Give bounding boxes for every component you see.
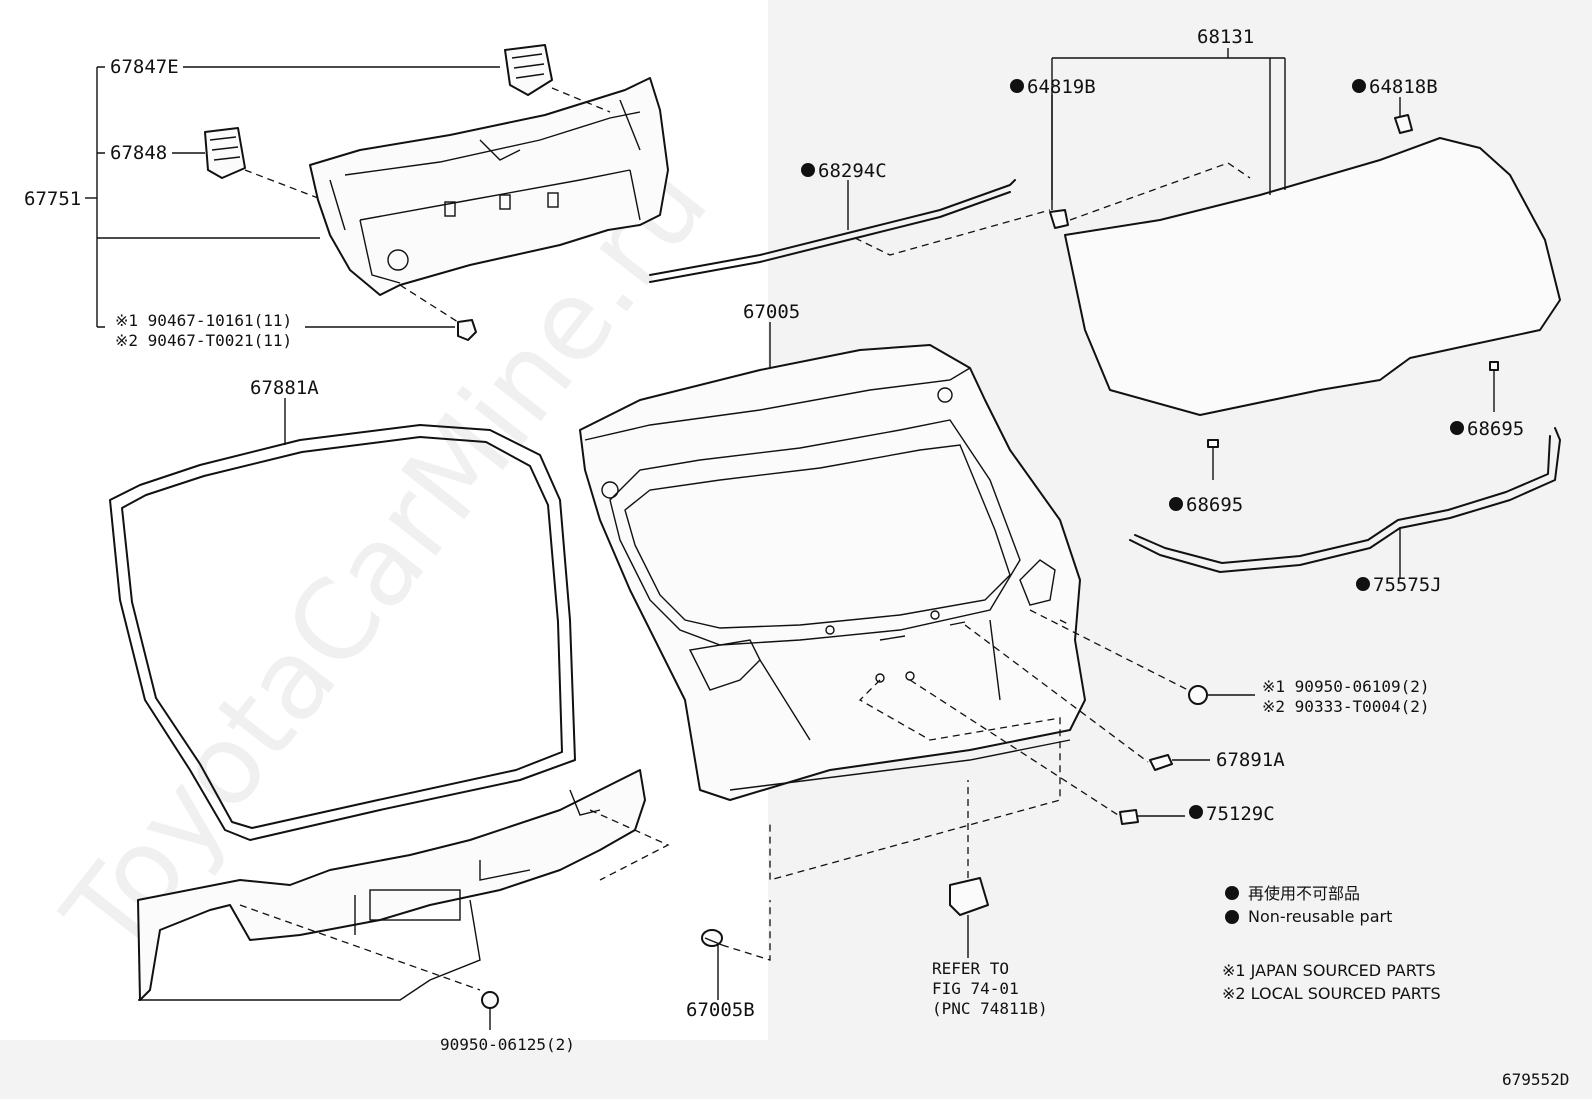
non-reusable-dot-64818B — [1352, 79, 1366, 93]
label-67005: 67005 — [743, 301, 800, 323]
dash-67847E — [551, 87, 611, 113]
label-90333-T0004: ※2 90333-T0004(2) — [1262, 697, 1430, 716]
legend-dot-en — [1225, 910, 1239, 924]
trim-clip-67847E — [504, 44, 553, 96]
back-door-panel-67005 — [579, 344, 1086, 801]
dash-67005B — [721, 900, 771, 961]
moulding-68294C — [649, 179, 1016, 283]
non-reusable-dot-68695-right — [1450, 421, 1464, 435]
label-64818B: 64818B — [1369, 76, 1438, 98]
non-reusable-dot-75129C — [1189, 805, 1203, 819]
label-67891A: 67891A — [1216, 749, 1285, 771]
label-75129C: 75129C — [1206, 803, 1275, 825]
label-68131: 68131 — [1197, 26, 1254, 48]
dash-67891A — [964, 624, 1149, 763]
spacer-68695-left — [1207, 439, 1219, 448]
stay-67005B — [701, 929, 723, 947]
non-reusable-dot-68294C — [801, 163, 815, 177]
label-67005B: 67005B — [686, 999, 755, 1021]
grommet-90950-06109 — [1188, 685, 1208, 705]
non-reusable-dot-75575J — [1356, 577, 1370, 591]
label-75575J: 75575J — [1373, 574, 1442, 596]
dash-67848 — [244, 169, 319, 199]
dash-lower-trim-b — [239, 904, 481, 991]
bracket-67751 — [96, 66, 320, 328]
label-90467-T0021: ※2 90467-T0021(11) — [115, 331, 292, 350]
cushion-75129C — [1119, 809, 1139, 825]
trim-clip-67848 — [204, 127, 246, 179]
legend: 再使用不可部品 Non-reusable part ※1 JAPAN SOURC… — [1222, 884, 1441, 1003]
label-90950-06109: ※1 90950-06109(2) — [1262, 677, 1430, 696]
figure-code: 679552D — [1502, 1070, 1569, 1089]
dash-inner-a — [769, 679, 1061, 881]
lower-door-trim — [137, 769, 646, 1001]
label-67751: 67751 — [24, 188, 81, 210]
spacer-68695-right — [1489, 361, 1499, 371]
legend-dot-jp — [1225, 886, 1239, 900]
legend-japan-sourced: ※1 JAPAN SOURCED PARTS — [1222, 961, 1436, 980]
cover-67891A — [1149, 754, 1173, 771]
label-refer-to: REFER TO — [932, 959, 1009, 978]
door-trim-board — [309, 77, 669, 296]
fastener-64819B — [1049, 209, 1069, 229]
label-90467-10161: ※1 90467-10161(11) — [115, 311, 292, 330]
shaded-panel-lower — [0, 1040, 768, 1099]
legend-local-sourced: ※2 LOCAL SOURCED PARTS — [1222, 984, 1441, 1003]
label-64819B: 64819B — [1027, 76, 1096, 98]
label-refer-fig: FIG 74-01 — [932, 979, 1019, 998]
dash-64819B — [1069, 162, 1251, 221]
dash-lower-trim-a — [589, 809, 670, 881]
grommet-90950-06125 — [481, 991, 499, 1009]
non-reusable-dot-64819B — [1010, 79, 1024, 93]
label-68294C: 68294C — [818, 160, 887, 182]
label-67848: 67848 — [110, 142, 167, 164]
dash-68294C — [854, 209, 1051, 256]
clip-90467 — [457, 319, 477, 341]
label-68695-right: 68695 — [1467, 418, 1524, 440]
label-67881A: 67881A — [250, 377, 319, 399]
refer-part-74811B — [949, 877, 989, 916]
weatherstrip-67881A — [109, 424, 576, 841]
dash-90950-06109 — [1029, 609, 1189, 691]
label-refer-pnc: (PNC 74811B) — [932, 999, 1048, 1018]
dash-inner-b — [1059, 619, 1071, 626]
legend-jp-nonreusable: 再使用不可部品 — [1248, 884, 1360, 903]
label-68695-left: 68695 — [1186, 494, 1243, 516]
back-window-glass-68131 — [1064, 137, 1561, 416]
fastener-64818B — [1394, 114, 1413, 134]
dash-75129C — [909, 679, 1119, 816]
label-67847E: 67847E — [110, 56, 179, 78]
label-90950-06125: 90950-06125(2) — [440, 1035, 575, 1054]
non-reusable-dot-68695-left — [1169, 497, 1183, 511]
legend-en-nonreusable: Non-reusable part — [1248, 907, 1392, 926]
